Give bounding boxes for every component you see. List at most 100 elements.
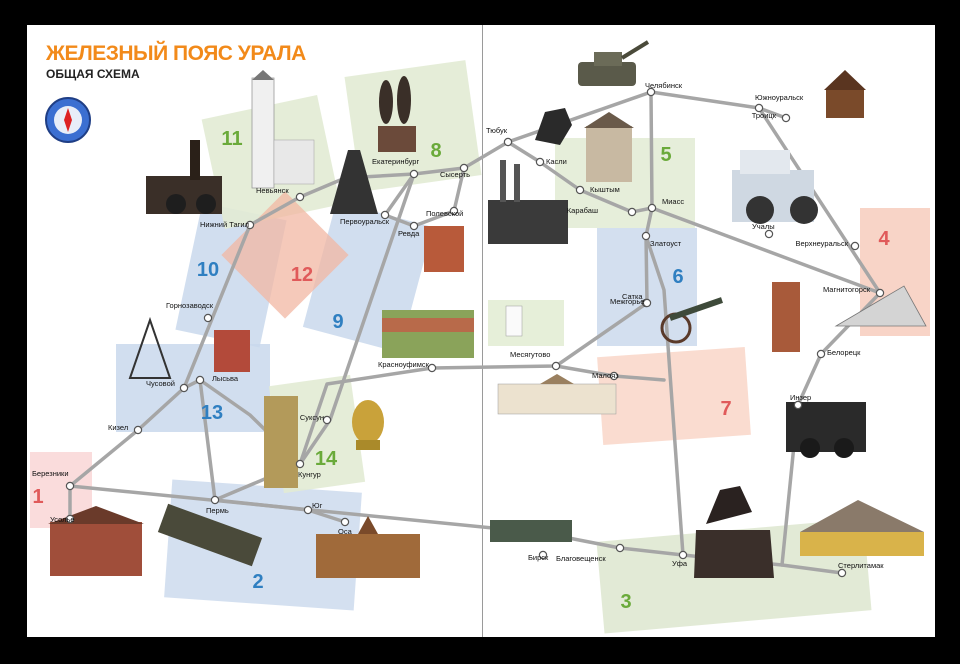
city-station-marker (816, 349, 826, 359)
belaz-truck-image (732, 150, 818, 224)
city-label: Ревда (398, 229, 420, 238)
plough-machine-image (490, 520, 572, 542)
horse-sculpture-image (535, 108, 572, 145)
tsar-cannon-image (157, 503, 263, 567)
city-label: Учалы (752, 222, 775, 231)
city-label: Кизел (108, 423, 128, 432)
city-station-marker (409, 221, 419, 231)
city-station-marker (303, 505, 313, 515)
city-station-marker (764, 229, 774, 239)
region-number-10: 10 (197, 259, 219, 281)
route-lines (68, 90, 882, 575)
region-number-14: 14 (315, 448, 338, 470)
city-label: Карабаш (567, 206, 598, 215)
city-label: Бирск (528, 553, 549, 562)
city-station-marker (609, 371, 619, 381)
city-label: Юг (312, 501, 323, 510)
city-station-marker (210, 495, 220, 505)
region-number-2: 2 (252, 571, 263, 593)
city-station-marker (837, 568, 847, 578)
city-station-marker (646, 87, 656, 97)
city-label: Благовещенск (556, 554, 606, 563)
city-station-marker (754, 103, 764, 113)
route-line (182, 206, 654, 502)
city-station-marker (409, 169, 419, 179)
city-label: Чусовой (146, 379, 175, 388)
salavat-monument-image (694, 486, 774, 578)
city-label: Невьянск (256, 186, 289, 195)
chapel-image (824, 70, 866, 118)
wooden-fort-image (316, 516, 420, 578)
city-station-marker (380, 210, 390, 220)
factory-image (488, 160, 568, 244)
city-station-marker (133, 425, 143, 435)
city-station-marker (322, 415, 332, 425)
ermak-monument-image (264, 396, 298, 488)
city-label: Красноуфимск (378, 360, 430, 369)
city-label: Белорецк (827, 348, 861, 357)
region-7-tile (597, 346, 751, 446)
city-label: Нижний Тагил (200, 220, 249, 229)
city-label: Касли (546, 157, 567, 166)
city-station-marker (850, 241, 860, 251)
oil-derrick-image (128, 316, 172, 379)
region-number-4: 4 (878, 228, 890, 250)
city-label: Межгорье (610, 297, 644, 306)
city-station-marker (503, 137, 513, 147)
region-number-3: 3 (620, 591, 631, 613)
city-station-marker (678, 550, 688, 560)
city-label: Усолье (50, 515, 75, 524)
city-label: Миасс (662, 197, 684, 206)
city-label: Южноуральск (755, 93, 804, 102)
city-station-marker (295, 192, 305, 202)
city-station-marker (647, 203, 657, 213)
steam-engine-image (786, 402, 866, 458)
city-label: Суксун (300, 413, 324, 422)
white-church-image (488, 300, 564, 346)
leaning-tower-image (251, 70, 315, 189)
city-station-marker (459, 163, 469, 173)
map-subtitle: ОБЩАЯ СХЕМА (46, 67, 140, 81)
city-station-marker (340, 517, 350, 527)
region-number-11: 11 (221, 128, 242, 150)
city-label: Кыштым (590, 185, 620, 194)
city-stations (65, 87, 885, 578)
city-label: Магнитогорск (823, 285, 871, 294)
city-label: Полевской (426, 209, 463, 218)
city-station-marker (641, 231, 651, 241)
city-station-marker (575, 185, 585, 195)
region-number-8: 8 (430, 140, 441, 162)
city-label: Тюбук (486, 126, 508, 135)
region-number-13: 13 (201, 402, 223, 424)
compass-image (45, 97, 91, 143)
region-number-1: 1 (32, 486, 43, 508)
city-station-marker (203, 313, 213, 323)
city-station-marker (245, 220, 255, 230)
city-label: Оса (338, 527, 353, 536)
route-line (757, 106, 882, 575)
city-label: Сатка (622, 292, 643, 301)
page-fold (482, 25, 483, 637)
region-number-9: 9 (332, 311, 343, 333)
water-tower-image (772, 282, 800, 352)
cannon-image (660, 297, 723, 344)
city-station-marker (449, 206, 459, 216)
city-station-marker (195, 375, 205, 385)
region-number-12: 12 (291, 264, 313, 286)
fortress-tower-image (424, 226, 464, 272)
city-station-marker (781, 113, 791, 123)
monument-statues-image (378, 76, 416, 152)
city-label: Уфа (672, 559, 688, 568)
city-label: Лысьва (212, 374, 239, 383)
city-station-marker (295, 459, 305, 469)
map-title: ЖЕЛЕЗНЫЙ ПОЯС УРАЛА (46, 42, 306, 65)
tank-image (578, 40, 650, 86)
landmark-photos (45, 40, 927, 578)
city-station-marker (538, 550, 548, 560)
city-station-marker (65, 514, 75, 524)
samovar-image (352, 400, 384, 450)
city-label: Инзер (790, 393, 811, 402)
shikhan-mountain-image (800, 500, 924, 556)
